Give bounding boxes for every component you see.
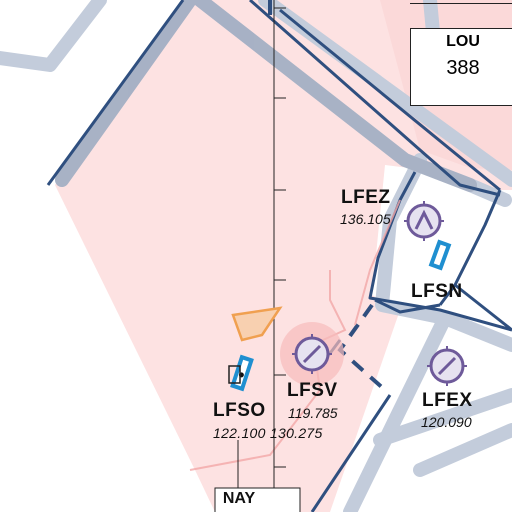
airport-label-lfso[interactable]: LFSO [213, 400, 266, 421]
airport-icon [427, 346, 467, 386]
airport-frequency-lfez: 136.105 [340, 211, 391, 227]
airport-icon [292, 334, 332, 374]
navaid-ident: NAY [222, 490, 256, 507]
airport-label-lfez[interactable]: LFEZ [341, 187, 391, 208]
airport-frequency-lfex: 120.090 [421, 414, 472, 430]
meridian-line [273, 0, 286, 512]
obstacle-zone [231, 306, 283, 342]
navaid-box-lou[interactable]: LOU 388 [410, 28, 512, 106]
airport-label-lfex[interactable]: LFEX [422, 390, 473, 411]
runway-icon [428, 239, 452, 271]
windsock-icon [228, 365, 241, 384]
runway-icon [230, 354, 254, 392]
navaid-ident: LOU [446, 33, 480, 50]
airport-military-icon [404, 201, 444, 241]
restricted-airspace [55, 0, 512, 512]
airport-frequency-lfso: 122.100 130.275 [213, 425, 323, 441]
navaid-box-top [410, 0, 512, 4]
navaid-frequency: 388 [446, 57, 480, 79]
airport-label-lfsn[interactable]: LFSN [411, 281, 463, 302]
airport-label-lfsv[interactable]: LFSV [287, 380, 338, 401]
airport-frequency-lfsv: 119.785 [288, 405, 338, 421]
